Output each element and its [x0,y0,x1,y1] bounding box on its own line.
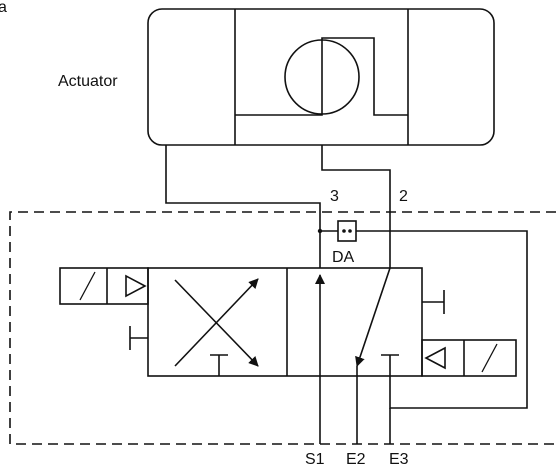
actuator-label: Actuator [58,73,118,90]
port-label-s1: S1 [305,451,325,466]
valve-body [147,267,423,377]
right-solenoid [421,290,517,377]
blocked-port-right [381,354,399,376]
actuator-chamber [235,37,408,116]
solenoid-triangle-icon-right [424,346,446,370]
line-port-3 [165,145,321,268]
valve-enclosure-dashed [9,211,556,445]
directional-control-valve [147,267,423,377]
line-port-2 [321,145,391,268]
actuator-body [147,8,495,146]
figure-letter: a [0,0,7,16]
port-label-e2: E2 [346,451,366,466]
solenoid-triangle-icon [125,274,147,298]
left-spring-stop [129,326,148,350]
actuator-piston [284,39,360,115]
actuator [147,8,495,146]
left-solenoid [59,267,149,350]
port-label-3: 3 [330,188,339,205]
da-fitting [317,220,528,409]
right-spring-stop [422,290,445,314]
port-label-2: 2 [399,188,408,205]
port-label-e3: E3 [389,451,409,466]
da-label: DA [332,249,355,266]
blocked-port-left [210,354,228,376]
